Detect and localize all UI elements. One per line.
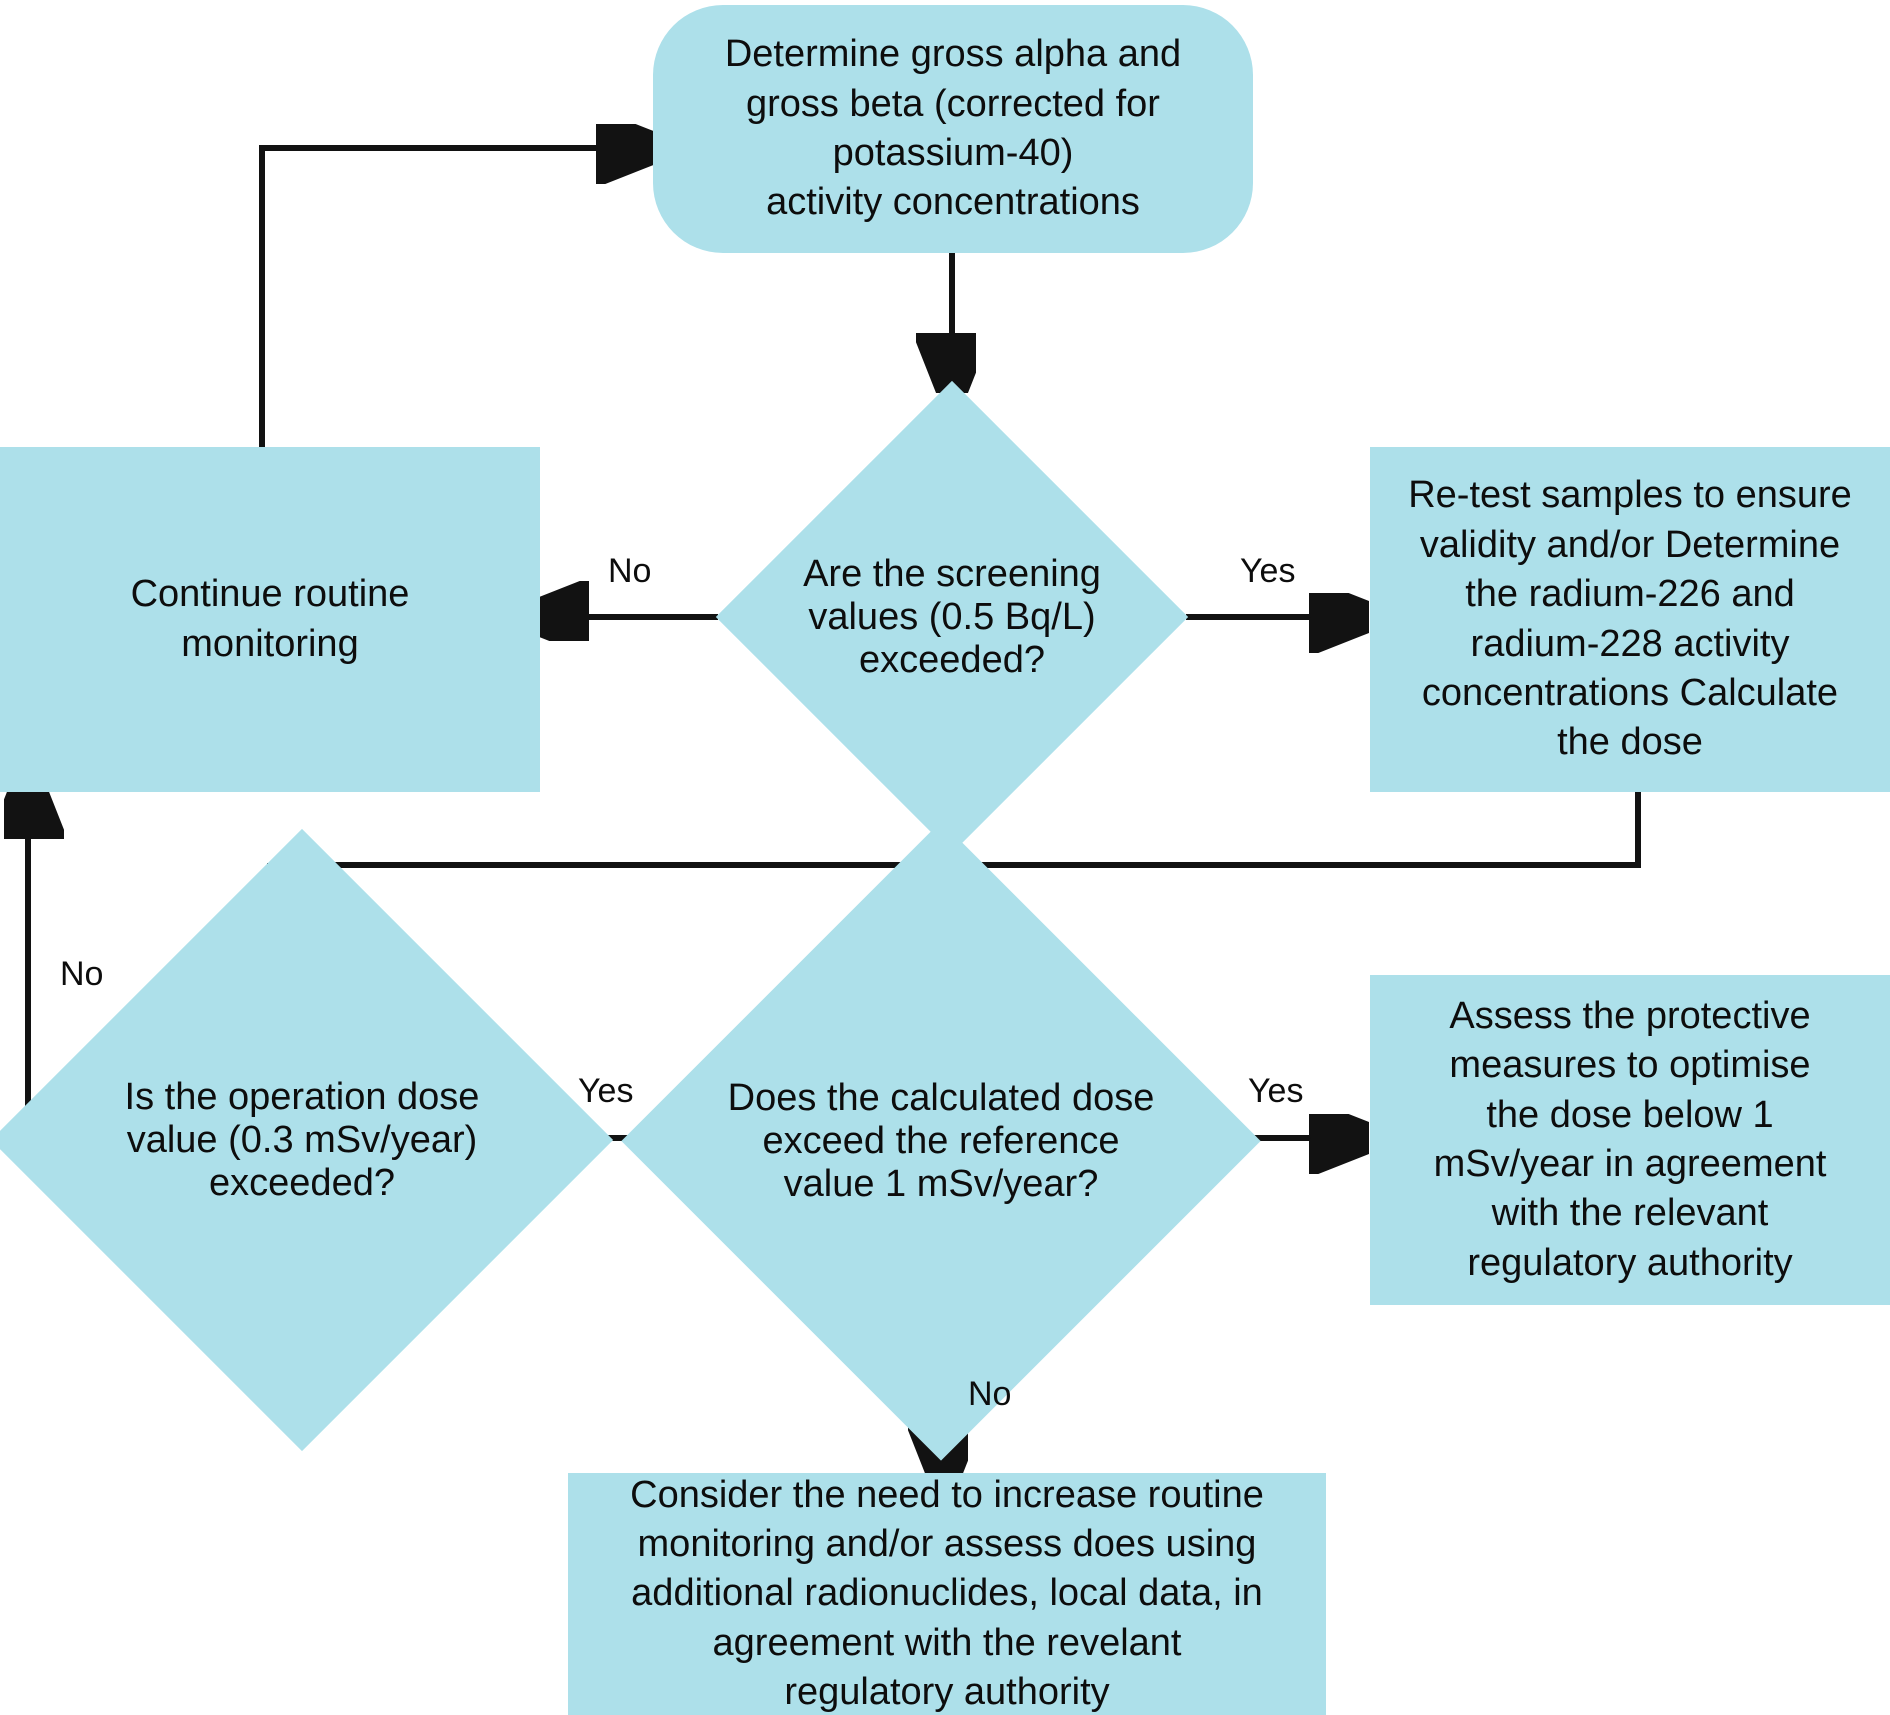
edge-label-calculated-no: No xyxy=(968,1375,1012,1413)
node-determine-gross-activity: Determine gross alpha and gross beta (co… xyxy=(653,5,1253,253)
edge-label-operation-yes: Yes xyxy=(578,1072,634,1110)
edge-label-calculated-yes: Yes xyxy=(1248,1072,1304,1110)
node-screening-values-decision-label: Are the screening values (0.5 Bq/L) exce… xyxy=(803,552,1101,681)
node-screening-values-decision: Are the screening values (0.5 Bq/L) exce… xyxy=(715,380,1189,854)
node-assess-protective-measures: Assess the protective measures to optimi… xyxy=(1370,975,1890,1305)
node-consider-increase-monitoring: Consider the need to increase routine mo… xyxy=(568,1473,1326,1715)
node-continue-routine-monitoring: Continue routine monitoring xyxy=(0,447,540,792)
edge-label-screening-no: No xyxy=(608,552,652,590)
edge-label-screening-yes: Yes xyxy=(1240,552,1296,590)
node-operation-dose-decision: Is the operation dose value (0.3 mSv/yea… xyxy=(0,828,614,1452)
node-operation-dose-decision-label: Is the operation dose value (0.3 mSv/yea… xyxy=(124,1075,480,1204)
node-calculated-dose-decision: Does the calculated dose exceed the refe… xyxy=(621,821,1261,1461)
node-assess-protective-measures-label: Assess the protective measures to optimi… xyxy=(1433,994,1827,1284)
node-retest-samples: Re-test samples to ensure validity and/o… xyxy=(1370,447,1890,792)
node-consider-increase-monitoring-label: Consider the need to increase routine mo… xyxy=(630,1473,1264,1714)
node-determine-gross-activity-label: Determine gross alpha and gross beta (co… xyxy=(724,33,1182,224)
wire-monitoring-to-determine xyxy=(259,148,645,455)
edge-label-operation-no: No xyxy=(60,955,104,993)
node-retest-samples-label: Re-test samples to ensure validity and/o… xyxy=(1408,474,1852,764)
node-calculated-dose-decision-label: Does the calculated dose exceed the refe… xyxy=(727,1076,1155,1205)
node-continue-routine-monitoring-label: Continue routine monitoring xyxy=(130,573,410,665)
